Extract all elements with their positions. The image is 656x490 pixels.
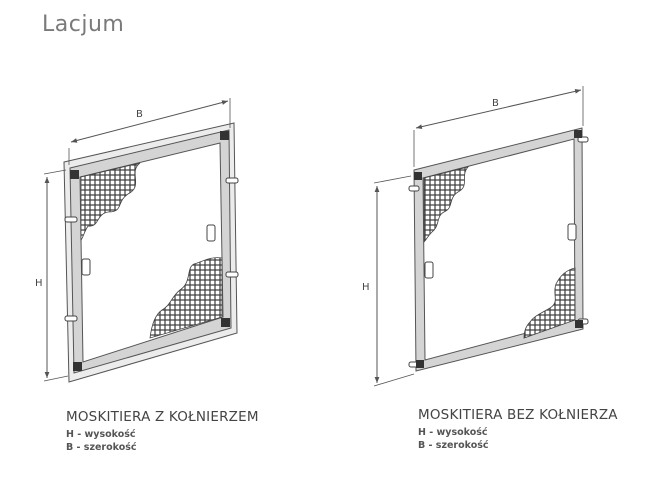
right-corner bbox=[414, 172, 422, 180]
right-caption: MOSKITIERA BEZ KOŁNIERZA H - wysokość B … bbox=[418, 407, 618, 451]
left-clip bbox=[225, 177, 239, 184]
left-legend-width: B - szerokość bbox=[66, 442, 137, 453]
left-handle-icon bbox=[81, 258, 91, 276]
right-corner bbox=[416, 360, 424, 368]
right-mesh-bottom bbox=[523, 267, 576, 339]
left-corner bbox=[73, 362, 82, 371]
right-width-label: B bbox=[492, 98, 499, 109]
right-handle-icon bbox=[567, 223, 577, 241]
right-legend-width: B - szerokość bbox=[418, 440, 489, 451]
right-clip bbox=[408, 185, 420, 192]
left-corner bbox=[221, 318, 230, 327]
right-corner bbox=[575, 320, 583, 328]
left-caption-title: MOSKITIERA Z KOŁNIERZEM bbox=[66, 409, 259, 425]
left-mesh-top bbox=[80, 162, 141, 241]
left-screen-diagram: B H bbox=[35, 98, 239, 383]
left-legend-height: H - wysokość bbox=[66, 429, 136, 440]
right-caption-title: MOSKITIERA BEZ KOŁNIERZA bbox=[418, 407, 618, 423]
left-width-label: B bbox=[136, 109, 143, 120]
left-caption: MOSKITIERA Z KOŁNIERZEM H - wysokość B -… bbox=[66, 409, 259, 453]
left-height-label: H bbox=[35, 278, 43, 289]
right-handle-icon bbox=[424, 261, 434, 279]
right-mesh-top bbox=[423, 166, 470, 243]
right-legend-height: H - wysokość bbox=[418, 427, 488, 438]
left-clip bbox=[64, 315, 78, 322]
left-clip bbox=[225, 271, 239, 278]
brand-logo-text: Lacjum bbox=[42, 12, 125, 37]
left-clip bbox=[64, 216, 78, 223]
left-corner bbox=[70, 170, 79, 179]
right-clip bbox=[577, 136, 589, 143]
right-height-label: H bbox=[362, 282, 370, 293]
right-screen-diagram: B H bbox=[362, 86, 589, 387]
left-corner bbox=[220, 131, 229, 140]
left-width-dimension bbox=[70, 100, 229, 143]
right-corner bbox=[574, 130, 582, 138]
left-mesh-bottom bbox=[149, 257, 223, 339]
right-width-dimension bbox=[415, 89, 582, 129]
left-handle-icon bbox=[206, 224, 216, 242]
